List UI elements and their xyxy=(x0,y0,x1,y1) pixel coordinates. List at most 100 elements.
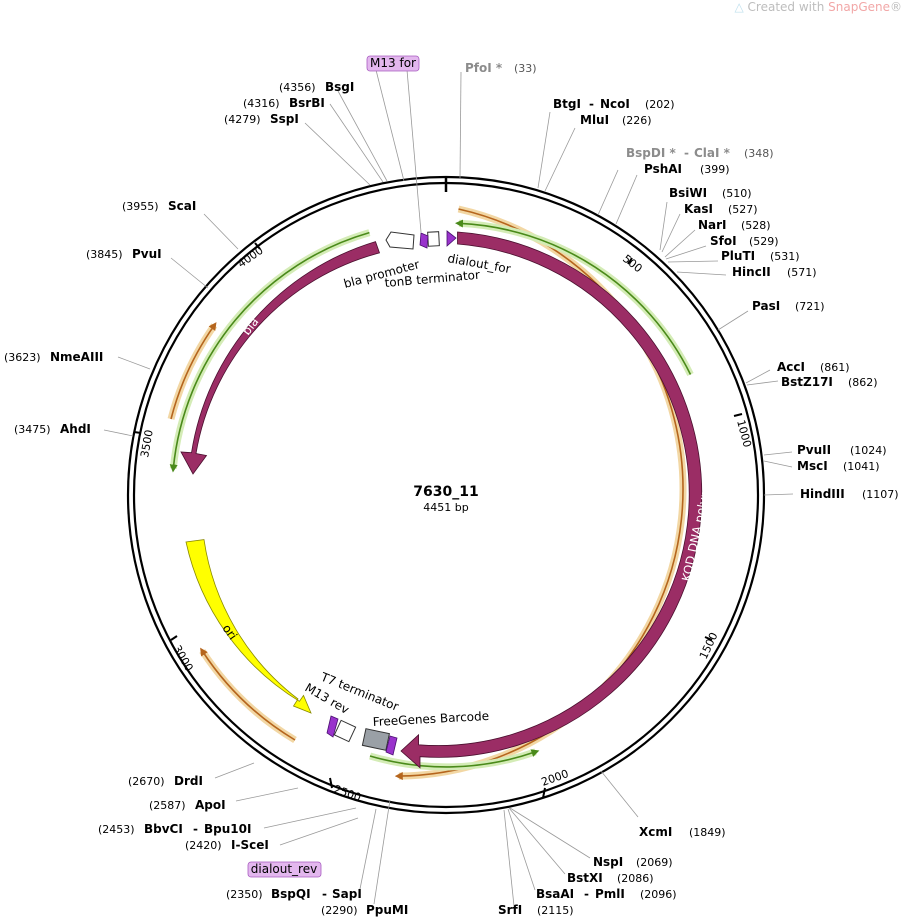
plasmid-name: 7630_11 xyxy=(413,484,478,500)
svg-text:(1024): (1024) xyxy=(850,444,887,457)
enzyme-pasi[interactable]: PasI xyxy=(752,299,780,313)
enzyme-nmeaiii[interactable]: NmeAIII xyxy=(50,350,103,364)
svg-text:(721): (721) xyxy=(795,300,825,313)
enzyme-labels: PfoI * (33) BtgI - NcoI (202) MluI (226)… xyxy=(4,61,899,917)
enzyme-msci[interactable]: MscI xyxy=(797,459,828,473)
enzyme-bsaai[interactable]: BsaAI xyxy=(536,887,574,901)
orf-barcode-arrow xyxy=(369,749,540,768)
enzyme-ahdi[interactable]: AhdI xyxy=(60,422,91,436)
enzyme-bstz17i[interactable]: BstZ17I xyxy=(781,375,833,389)
svg-text:(4356): (4356) xyxy=(279,81,316,94)
svg-text:(861): (861) xyxy=(820,361,850,374)
feature-bla[interactable] xyxy=(180,241,381,475)
enzyme-leader-lines xyxy=(103,69,794,907)
enzyme-pfoi[interactable]: PfoI * xyxy=(465,61,503,75)
svg-text:(3475): (3475) xyxy=(14,423,51,436)
svg-text:(1041): (1041) xyxy=(843,460,880,473)
primer-m13-for-site[interactable] xyxy=(419,232,429,249)
primer-dialout-rev-site[interactable] xyxy=(385,735,398,756)
enzyme-pmli[interactable]: PmlI xyxy=(595,887,625,901)
feature-t7-terminator[interactable] xyxy=(333,719,357,743)
feature-bla-promoter[interactable] xyxy=(385,231,415,250)
orf-left-lower-glow xyxy=(199,649,297,744)
tick-1000: 1000 xyxy=(734,418,754,448)
enzyme-acci[interactable]: AccI xyxy=(777,360,805,374)
enzyme-hindiii[interactable]: HindIII xyxy=(800,487,845,501)
svg-text:-: - xyxy=(589,97,594,111)
enzyme-bspqi[interactable]: BspQI xyxy=(271,887,311,901)
enzyme-sapi[interactable]: SapI xyxy=(332,887,362,901)
svg-text:-: - xyxy=(684,146,689,160)
enzyme-mlui[interactable]: MluI xyxy=(580,113,609,127)
enzyme-sfoi[interactable]: SfoI xyxy=(710,234,737,248)
feature-freegenes-barcode[interactable] xyxy=(361,728,390,751)
svg-text:(2115): (2115) xyxy=(537,904,574,917)
svg-text:(527): (527) xyxy=(728,203,758,216)
feature-ori[interactable] xyxy=(185,539,312,714)
svg-text:(2086): (2086) xyxy=(617,872,654,885)
orf-bla-glow xyxy=(169,229,371,469)
enzyme-sspi[interactable]: SspI xyxy=(270,112,299,126)
enzyme-apoi[interactable]: ApoI xyxy=(195,798,226,812)
enzyme-clai[interactable]: ClaI * xyxy=(694,146,731,160)
svg-text:(2096): (2096) xyxy=(640,888,677,901)
primer-m13-rev-site[interactable] xyxy=(326,715,339,738)
svg-text:(399): (399) xyxy=(700,163,730,176)
enzyme-i-scei[interactable]: I-SceI xyxy=(231,838,269,852)
snapgene-watermark: △ Created with SnapGene® xyxy=(734,0,902,14)
enzyme-srfi[interactable]: SrfI xyxy=(498,903,522,917)
svg-text:(3623): (3623) xyxy=(4,351,41,364)
svg-text:(33): (33) xyxy=(514,62,537,75)
svg-text:(4279): (4279) xyxy=(224,113,261,126)
svg-text:-: - xyxy=(584,887,589,901)
orf-bla-arrow xyxy=(169,231,370,473)
enzyme-hincii[interactable]: HincII xyxy=(732,265,771,279)
primer-label-box-dialout-rev[interactable] xyxy=(247,861,322,878)
svg-text:(2350): (2350) xyxy=(226,888,263,901)
svg-text:(2420): (2420) xyxy=(185,839,222,852)
svg-text:(531): (531) xyxy=(770,250,800,263)
svg-text:(1107): (1107) xyxy=(862,488,899,501)
enzyme-xcmi[interactable]: XcmI xyxy=(639,825,672,839)
primer-label-m13-for: M13 for xyxy=(370,56,416,70)
svg-text:(528): (528) xyxy=(741,219,771,232)
orf-kod-reverse-arrow xyxy=(455,219,692,375)
primer-label-box-m13-for[interactable] xyxy=(366,55,420,72)
enzyme-pshai[interactable]: PshAI xyxy=(644,162,682,176)
enzyme-kasi[interactable]: KasI xyxy=(684,202,713,216)
tick-2000: 2000 xyxy=(540,767,571,789)
svg-text:(1849): (1849) xyxy=(689,826,726,839)
enzyme-bsgi[interactable]: BsgI xyxy=(325,80,354,94)
enzyme-bbvci[interactable]: BbvCI xyxy=(144,822,183,836)
enzyme-bstxi[interactable]: BstXI xyxy=(567,871,603,885)
enzyme-nari[interactable]: NarI xyxy=(698,218,727,232)
svg-text:(529): (529) xyxy=(749,235,779,248)
svg-text:(2290): (2290) xyxy=(321,904,358,917)
enzyme-pvui[interactable]: PvuI xyxy=(132,247,162,261)
enzyme-pluti[interactable]: PluTI xyxy=(721,249,755,263)
feature-kod-dna-polymerase[interactable] xyxy=(400,231,703,769)
feature-tonb-terminator[interactable] xyxy=(427,231,440,247)
enzyme-drdi[interactable]: DrdI xyxy=(174,774,203,788)
enzyme-nspi[interactable]: NspI xyxy=(593,855,623,869)
enzyme-pvuii[interactable]: PvuII xyxy=(797,443,831,457)
svg-text:(2670): (2670) xyxy=(128,775,165,788)
enzyme-ppumi[interactable]: PpuMI xyxy=(366,903,408,917)
tick-4000: 4000 xyxy=(235,244,265,271)
svg-text:(2069): (2069) xyxy=(636,856,673,869)
svg-text:(202): (202) xyxy=(645,98,675,111)
watermark-icon: △ xyxy=(734,0,744,14)
svg-text:(2453): (2453) xyxy=(98,823,135,836)
enzyme-ncoi[interactable]: NcoI xyxy=(600,97,630,111)
svg-text:-: - xyxy=(193,822,198,836)
svg-text:(3845): (3845) xyxy=(86,248,123,261)
enzyme-bsiwi[interactable]: BsiWI xyxy=(669,186,707,200)
enzyme-bspdi[interactable]: BspDI * xyxy=(626,146,676,160)
enzyme-bpu10i[interactable]: Bpu10I xyxy=(204,822,251,836)
enzyme-bsrbi[interactable]: BsrBI xyxy=(289,96,325,110)
svg-text:(2587): (2587) xyxy=(149,799,186,812)
primer-dialout-for-site[interactable] xyxy=(446,230,457,247)
enzyme-btgi[interactable]: BtgI xyxy=(553,97,581,111)
enzyme-scai[interactable]: ScaI xyxy=(168,199,196,213)
